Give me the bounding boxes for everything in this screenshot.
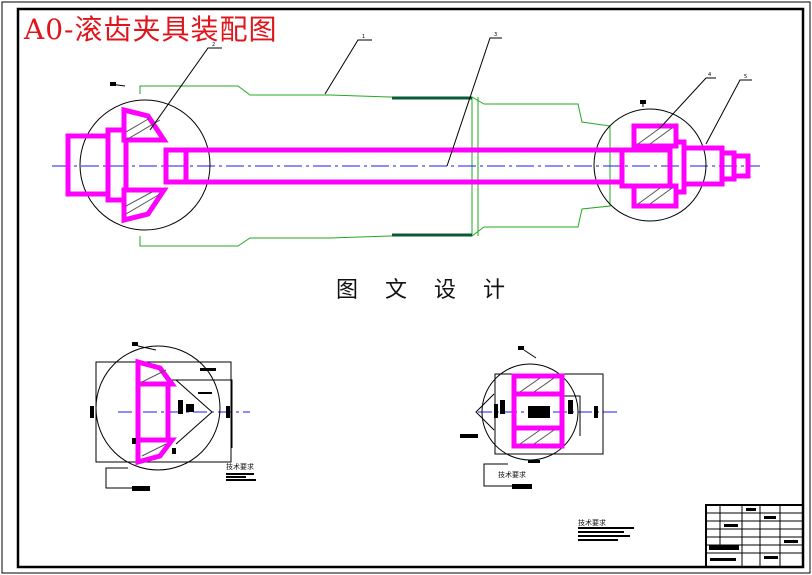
title-block: [705, 504, 804, 568]
center-watermark: 图 文 设 计: [336, 278, 515, 303]
sheet-inner-border: [16, 7, 805, 569]
balloon-label-1: 1: [362, 34, 365, 40]
leader-lines: [109, 37, 752, 167]
tech-note-left: 技术要求: [226, 463, 254, 471]
main-view: 1 2 3 4 5: [52, 32, 760, 247]
balloon-label-3: 3: [494, 32, 497, 38]
tech-note-bottom: 技术要求: [578, 519, 606, 527]
lower-right-detail: [460, 346, 620, 489]
right-detail-circle: [593, 108, 707, 222]
tech-note-right: 技术要求: [498, 471, 526, 479]
balloon-label-5: 5: [744, 74, 747, 80]
right-bevel-gear: [631, 123, 679, 209]
notes-block: [578, 527, 634, 541]
balloon-markers: [110, 82, 646, 104]
title-block-text: [709, 508, 798, 561]
balloon-label-4: 4: [708, 72, 711, 78]
drawing-title: A0-滚齿夹具装配图: [24, 13, 278, 46]
mandrel-shaft: [65, 127, 751, 203]
balloon-label-2: 2: [212, 42, 215, 48]
left-detail-circle: [79, 99, 211, 231]
lower-left-detail: [90, 342, 256, 491]
left-bevel-gear: [121, 106, 169, 224]
